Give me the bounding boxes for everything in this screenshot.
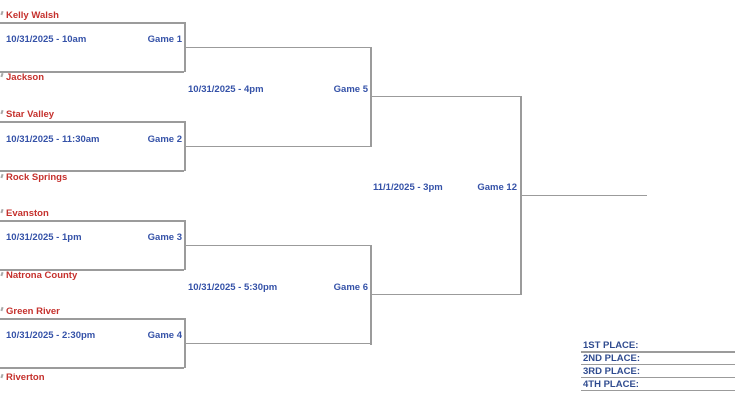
placement-line bbox=[581, 376, 735, 378]
bracket-line bbox=[184, 46, 370, 48]
edge-tick-icon bbox=[0, 10, 4, 16]
bracket-line bbox=[0, 220, 184, 222]
bracket-line bbox=[0, 318, 184, 320]
edge-tick-icon bbox=[0, 72, 4, 78]
bracket-line bbox=[0, 269, 184, 271]
game5-label: Game 5 bbox=[333, 84, 368, 95]
bracket-line bbox=[184, 244, 370, 246]
edge-tick-icon bbox=[0, 306, 4, 312]
bracket-line bbox=[0, 121, 184, 123]
bracket-line bbox=[184, 145, 370, 147]
edge-tick-icon bbox=[0, 109, 4, 115]
game4-datetime: 10/31/2025 - 2:30pm bbox=[6, 330, 96, 341]
placement-label-1st: 1ST PLACE: bbox=[583, 340, 639, 351]
team-green-river: Green River bbox=[6, 306, 60, 317]
edge-tick-icon bbox=[0, 173, 4, 179]
edge-tick-icon bbox=[0, 373, 4, 379]
game4-label: Game 4 bbox=[147, 330, 182, 341]
bracket-line bbox=[370, 95, 520, 97]
game6-datetime: 10/31/2025 - 5:30pm bbox=[188, 282, 278, 293]
edge-tick-icon bbox=[0, 271, 4, 277]
placement-label-2nd: 2ND PLACE: bbox=[583, 352, 641, 364]
team-riverton: Riverton bbox=[6, 372, 45, 383]
game2-datetime: 10/31/2025 - 11:30am bbox=[6, 134, 100, 145]
game3-datetime: 10/31/2025 - 1pm bbox=[6, 232, 82, 243]
placement-line bbox=[581, 363, 735, 365]
team-natrona-county: Natrona County bbox=[6, 270, 78, 281]
bracket-line bbox=[0, 22, 184, 24]
game1-label: Game 1 bbox=[147, 34, 182, 45]
team-evanston: Evanston bbox=[6, 208, 49, 219]
bracket-line bbox=[0, 367, 184, 369]
game5-datetime: 10/31/2025 - 4pm bbox=[188, 84, 264, 95]
game12-label: Game 12 bbox=[477, 182, 517, 193]
team-jackson: Jackson bbox=[6, 72, 45, 83]
game6-label: Game 6 bbox=[333, 282, 368, 293]
team-kelly-walsh: Kelly Walsh bbox=[6, 10, 59, 21]
game3-label: Game 3 bbox=[147, 232, 182, 243]
team-rock-springs: Rock Springs bbox=[6, 172, 68, 183]
edge-tick-icon bbox=[0, 208, 4, 214]
bracket-line bbox=[0, 170, 184, 172]
bracket-line bbox=[184, 342, 370, 344]
game12-datetime: 11/1/2025 - 3pm bbox=[373, 182, 443, 193]
bracket-line bbox=[0, 71, 184, 73]
placement-line bbox=[581, 389, 735, 391]
placement-label-3rd: 3RD PLACE: bbox=[583, 366, 641, 377]
placement-line bbox=[581, 351, 735, 353]
bracket-line bbox=[370, 293, 520, 295]
game2-label: Game 2 bbox=[147, 134, 182, 145]
champion-line bbox=[520, 194, 647, 196]
game1-datetime: 10/31/2025 - 10am bbox=[6, 34, 87, 45]
placement-label-4th: 4TH PLACE: bbox=[583, 378, 639, 390]
team-star-valley: Star Valley bbox=[6, 109, 55, 120]
